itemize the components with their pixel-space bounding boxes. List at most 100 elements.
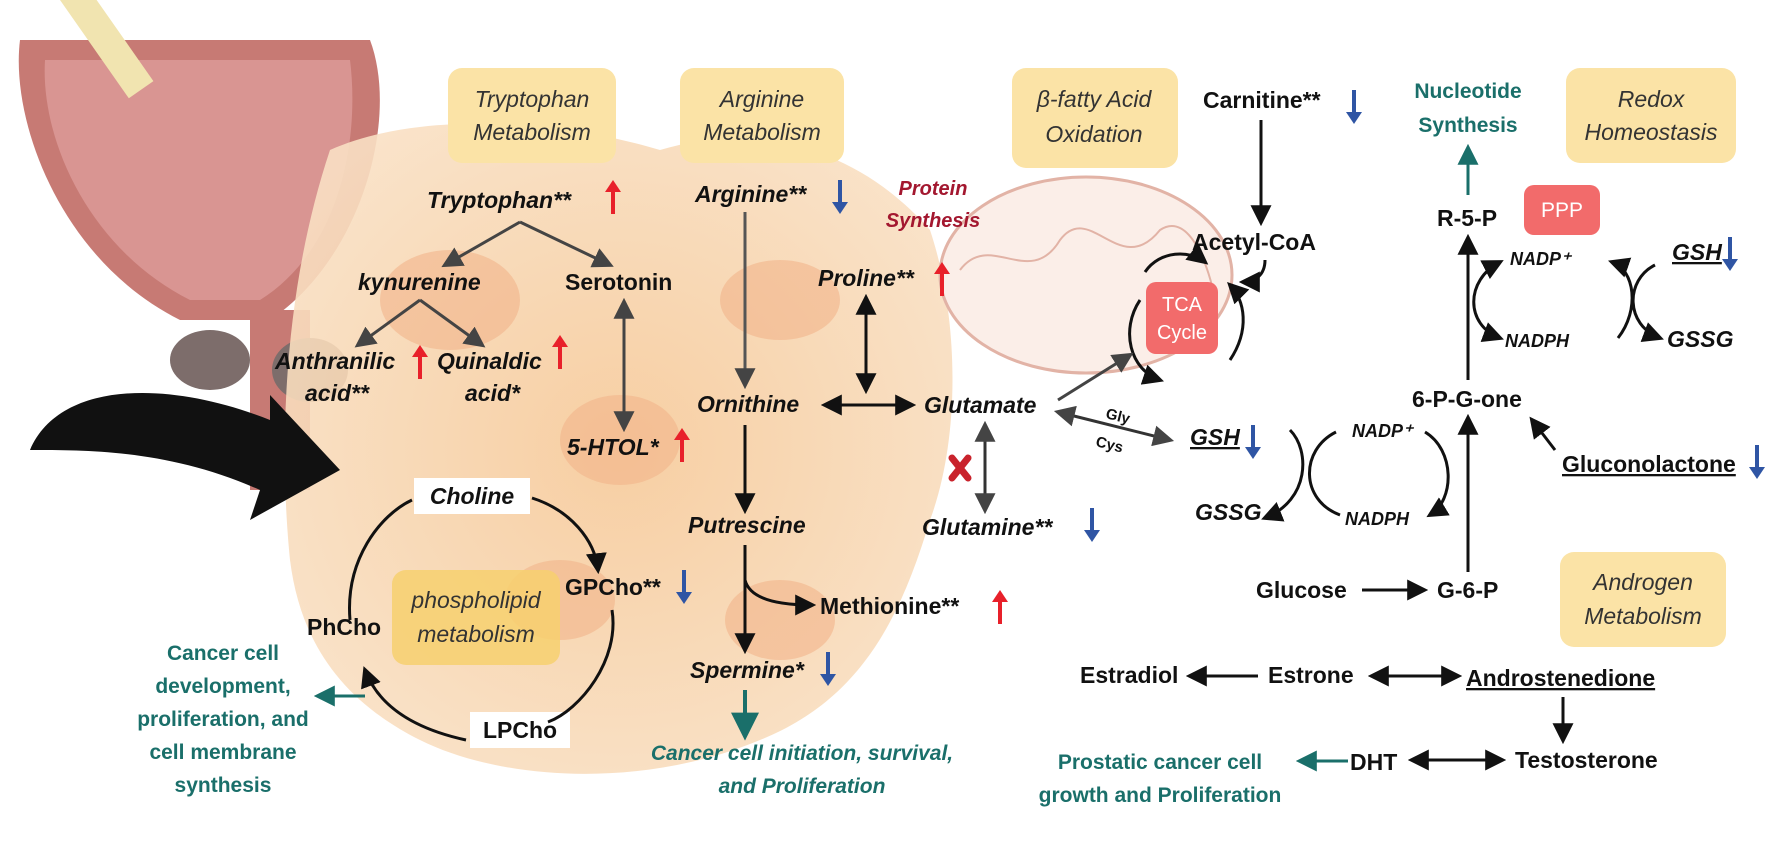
redox-left-cycle: GSH GSSG NADP⁺ NADPH [1190,421,1450,529]
outcome-nucleotide-synthesis: Nucleotide Synthesis [1414,80,1521,137]
label-anthranilic-line1: Anthranilic [274,348,395,374]
svg-text:Synthesis: Synthesis [1418,114,1517,137]
fatty-acid-oxidation: Carnitine** Acetyl-CoA TCA Cycle [1057,87,1321,402]
down-arrow-arginine-icon [832,180,848,214]
label-glucose: Glucose [1256,577,1347,603]
label-gsh-left: GSH [1190,424,1240,450]
label-nadph-right: NADPH [1505,331,1570,351]
svg-text:proliferation, and: proliferation, and [137,708,309,731]
label-gssg-left: GSSG [1195,499,1262,525]
phospholipid-cycle: Choline GPCho** PhCho LPCho [307,478,661,748]
svg-text:Nucleotide: Nucleotide [1414,80,1521,103]
svg-text:Metabolism: Metabolism [703,119,821,145]
svg-text:and Proliferation: and Proliferation [719,775,886,798]
tca-label-line1: TCA [1162,294,1203,316]
svg-text:Arginine: Arginine [718,86,804,112]
label-estrone: Estrone [1268,662,1354,688]
label-quinaldic-line2: acid* [465,380,521,406]
label-gpcho: GPCho** [565,574,661,600]
up-arrow-methionine-icon [992,590,1008,624]
glutamate-to-gsh: Gly Cys [1053,405,1175,457]
tryptophan-pathway: Tryptophan** kynurenine Serotonin Anthra… [274,187,672,460]
svg-text:Cancer cell: Cancer cell [167,642,279,665]
svg-text:Tryptophan: Tryptophan [475,86,590,112]
outcome-prostatic-growth: Prostatic cancer cell growth and Prolife… [1039,751,1282,807]
label-g6p: G-6-P [1437,577,1498,603]
svg-text:Cancer cell initiation, surviv: Cancer cell initiation, survival, [651,742,953,765]
svg-text:Redox: Redox [1618,86,1686,112]
svg-text:Homeostasis: Homeostasis [1585,119,1718,145]
svg-text:synthesis: synthesis [175,774,272,797]
up-arrow-anthranilic-icon [412,345,428,379]
svg-text:Prostatic cancer cell: Prostatic cancer cell [1058,751,1262,774]
svg-text:cell membrane: cell membrane [149,741,296,764]
title-box-phospholipid: phospholipid metabolism [392,570,560,665]
redox-right-cycle: NADP⁺ NADPH GSH GSSG [1472,239,1734,352]
label-glutamate: Glutamate [924,392,1037,418]
title-box-tryptophan: Tryptophan Metabolism [448,68,616,163]
svg-text:Androgen: Androgen [1591,569,1693,595]
down-arrow-glutamine-icon [1084,508,1100,542]
label-choline: Choline [430,483,515,509]
arginine-pathway: Arginine** Ornithine Putrescine Spermine… [688,181,1053,683]
down-arrow-carnitine-icon [1346,90,1362,124]
label-phcho: PhCho [307,614,381,640]
down-arrow-gsh-right-icon [1722,237,1738,271]
label-glutamine: Glutamine** [922,514,1053,540]
down-arrow-gsh-left-icon [1245,425,1261,459]
androgen-pathway: Estradiol Estrone Androstenedione Testos… [1080,662,1658,775]
label-anthranilic-line2: acid** [305,380,370,406]
label-nadp-left: NADP⁺ [1352,421,1415,441]
title-box-fatty-acid: β-fatty Acid Oxidation [1012,68,1178,168]
label-arginine: Arginine** [694,181,807,207]
svg-text:phospholipid: phospholipid [410,587,541,613]
outcome-protein-synthesis: Protein Synthesis [886,178,980,232]
label-6pg: 6-P-G-one [1412,386,1522,412]
label-r5p: R-5-P [1437,205,1497,231]
up-arrow-proline-icon [934,262,950,296]
label-acetyl-coa: Acetyl-CoA [1192,229,1316,255]
label-lpcho: LPCho [483,717,557,743]
svg-text:Oxidation: Oxidation [1045,121,1142,147]
up-arrow-5htol-icon [674,428,690,462]
svg-text:metabolism: metabolism [417,621,535,647]
svg-text:Metabolism: Metabolism [473,119,591,145]
svg-text:Synthesis: Synthesis [886,210,980,232]
outcome-cancer-development: Cancer cell development, proliferation, … [137,642,365,797]
label-nadph-left: NADPH [1345,509,1410,529]
down-arrow-gluconolactone-icon [1749,445,1765,479]
svg-text:Metabolism: Metabolism [1584,603,1702,629]
label-testosterone: Testosterone [1515,747,1658,773]
label-5htol: 5-HTOL* [567,434,660,460]
title-box-arginine: Arginine Metabolism [680,68,844,163]
down-arrow-spermine-icon [820,652,836,686]
up-arrow-tryptophan-icon [605,180,621,214]
blocked-x-icon [948,454,972,482]
title-box-redox: Redox Homeostasis [1566,68,1736,163]
label-serotonin: Serotonin [565,269,672,295]
title-box-androgen: Androgen Metabolism [1560,552,1726,647]
label-ornithine: Ornithine [697,391,799,417]
regulation-arrows [412,90,1765,686]
label-tryptophan: Tryptophan** [427,187,572,213]
outcome-cancer-initiation: Cancer cell initiation, survival, and Pr… [651,690,953,798]
svg-text:growth and Proliferation: growth and Proliferation [1039,784,1282,807]
label-kynurenine: kynurenine [358,269,481,295]
label-proline: Proline** [818,265,915,291]
tca-label-line2: Cycle [1157,322,1207,344]
up-arrow-quinaldic-icon [552,335,568,369]
label-ppp: PPP [1541,199,1583,222]
zoom-arrow [30,392,340,520]
label-spermine: Spermine* [690,657,805,683]
svg-text:development,: development, [155,675,290,698]
label-gly: Gly [1104,405,1132,428]
label-quinaldic-line1: Quinaldic [437,348,542,374]
label-nadp-right: NADP⁺ [1510,249,1573,269]
label-cys: Cys [1094,433,1125,456]
down-arrow-gpcho-icon [676,570,692,604]
label-estradiol: Estradiol [1080,662,1178,688]
label-putrescine: Putrescine [688,512,806,538]
pentose-phosphate-pathway: Glucose G-6-P 6-P-G-one Gluconolactone R… [1256,143,1736,603]
label-androstenedione: Androstenedione [1466,665,1655,691]
svg-text:Protein: Protein [899,178,968,200]
